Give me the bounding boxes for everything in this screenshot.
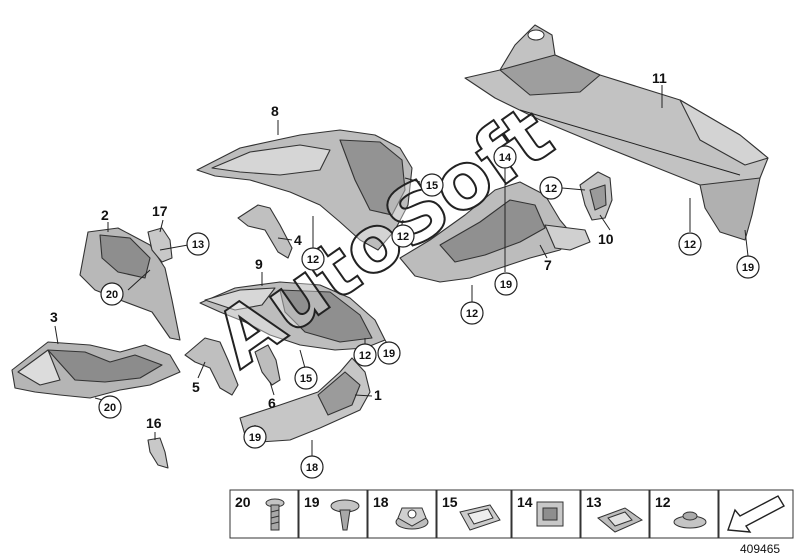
circled-20-upper: 20 [100, 282, 124, 306]
svg-text:15: 15 [300, 373, 312, 385]
circled-15-middle: 15 [294, 366, 318, 390]
callout-6: 6 [268, 395, 276, 411]
svg-text:20: 20 [104, 402, 116, 414]
circled-13: 13 [186, 232, 210, 256]
legend-cell-19: 19 [298, 489, 368, 539]
part-11-rear-heat-shield [464, 24, 769, 241]
part-tunnel-rear-shield [399, 181, 591, 283]
svg-text:12: 12 [397, 231, 409, 243]
svg-text:19: 19 [304, 494, 320, 510]
svg-text:20: 20 [235, 494, 251, 510]
callout-11: 11 [652, 70, 667, 86]
circled-12-middle: 12 [353, 343, 377, 367]
svg-text:12: 12 [359, 350, 371, 362]
figure-number: 409465 [740, 542, 780, 556]
svg-text:12: 12 [466, 308, 478, 320]
part-16-clip [147, 437, 169, 469]
part-2-front-shield [79, 227, 181, 341]
svg-text:19: 19 [249, 432, 261, 444]
part-4-bracket [237, 204, 293, 259]
part-1-bottom-shield [239, 357, 371, 443]
svg-text:13: 13 [192, 239, 204, 251]
callout-17: 17 [152, 203, 168, 219]
circled-12-tunnel: 12 [391, 224, 415, 248]
callout-7: 7 [544, 257, 552, 273]
svg-text:12: 12 [684, 239, 696, 251]
svg-text:12: 12 [545, 183, 557, 195]
legend-cell-15: 15 [436, 489, 512, 539]
svg-text:18: 18 [373, 494, 389, 510]
part-6-bracket [254, 344, 281, 386]
circled-19-right: 19 [736, 255, 760, 279]
circled-19-center: 19 [494, 272, 518, 296]
legend-direction-arrow [718, 489, 794, 539]
callout-16: 16 [146, 415, 162, 431]
part-10-bracket [579, 171, 613, 221]
circled-callouts: 14 19 15 12 12 12 19 12 [98, 145, 760, 479]
legend-cell-12: 12 [649, 489, 719, 539]
svg-text:19: 19 [383, 348, 395, 360]
part-8-tunnel-heat-shield [196, 129, 413, 251]
legend-cell-13: 13 [580, 489, 650, 539]
callout-3: 3 [50, 309, 58, 325]
circled-12-lower-tunnel: 12 [460, 301, 484, 325]
circled-20-lower: 20 [98, 395, 122, 419]
circled-18-bottom: 18 [300, 455, 324, 479]
svg-text:13: 13 [586, 494, 602, 510]
svg-text:12: 12 [307, 254, 319, 266]
callout-4: 4 [294, 232, 302, 248]
legend-cell-18: 18 [367, 489, 437, 539]
svg-text:12: 12 [655, 494, 671, 510]
svg-text:19: 19 [500, 279, 512, 291]
circled-14: 14 [493, 145, 517, 169]
callout-numbers: 8 11 9 2 17 3 1 4 5 6 7 10 16 [50, 70, 667, 431]
callout-9: 9 [255, 256, 263, 272]
callout-10: 10 [598, 231, 614, 247]
part-17-clip [147, 227, 173, 263]
circled-12-upper: 12 [301, 247, 325, 271]
callout-2: 2 [101, 207, 109, 223]
part-9-middle-heat-shield [199, 281, 386, 351]
circled-19-middle: 19 [377, 341, 401, 365]
svg-text:14: 14 [517, 494, 533, 510]
svg-text:20: 20 [106, 289, 118, 301]
svg-text:15: 15 [426, 180, 438, 192]
callout-1: 1 [374, 387, 382, 403]
fastener-legend: 20 19 18 15 [229, 489, 794, 539]
svg-text:14: 14 [499, 152, 512, 164]
part-3-lower-shield [11, 341, 181, 399]
circled-15-top: 15 [420, 173, 444, 197]
leader-lines [54, 85, 749, 456]
circled-19-bottom: 19 [243, 425, 267, 449]
callout-8: 8 [271, 103, 279, 119]
part-5-bracket [184, 337, 239, 396]
arrow-icon [727, 495, 785, 533]
svg-text:15: 15 [442, 494, 458, 510]
circled-12-bracket: 12 [539, 176, 563, 200]
legend-cell-20: 20 [229, 489, 299, 539]
legend-cell-14: 14 [511, 489, 581, 539]
circled-12-right: 12 [678, 232, 702, 256]
svg-text:19: 19 [742, 262, 754, 274]
callout-5: 5 [192, 379, 200, 395]
svg-text:18: 18 [306, 462, 318, 474]
